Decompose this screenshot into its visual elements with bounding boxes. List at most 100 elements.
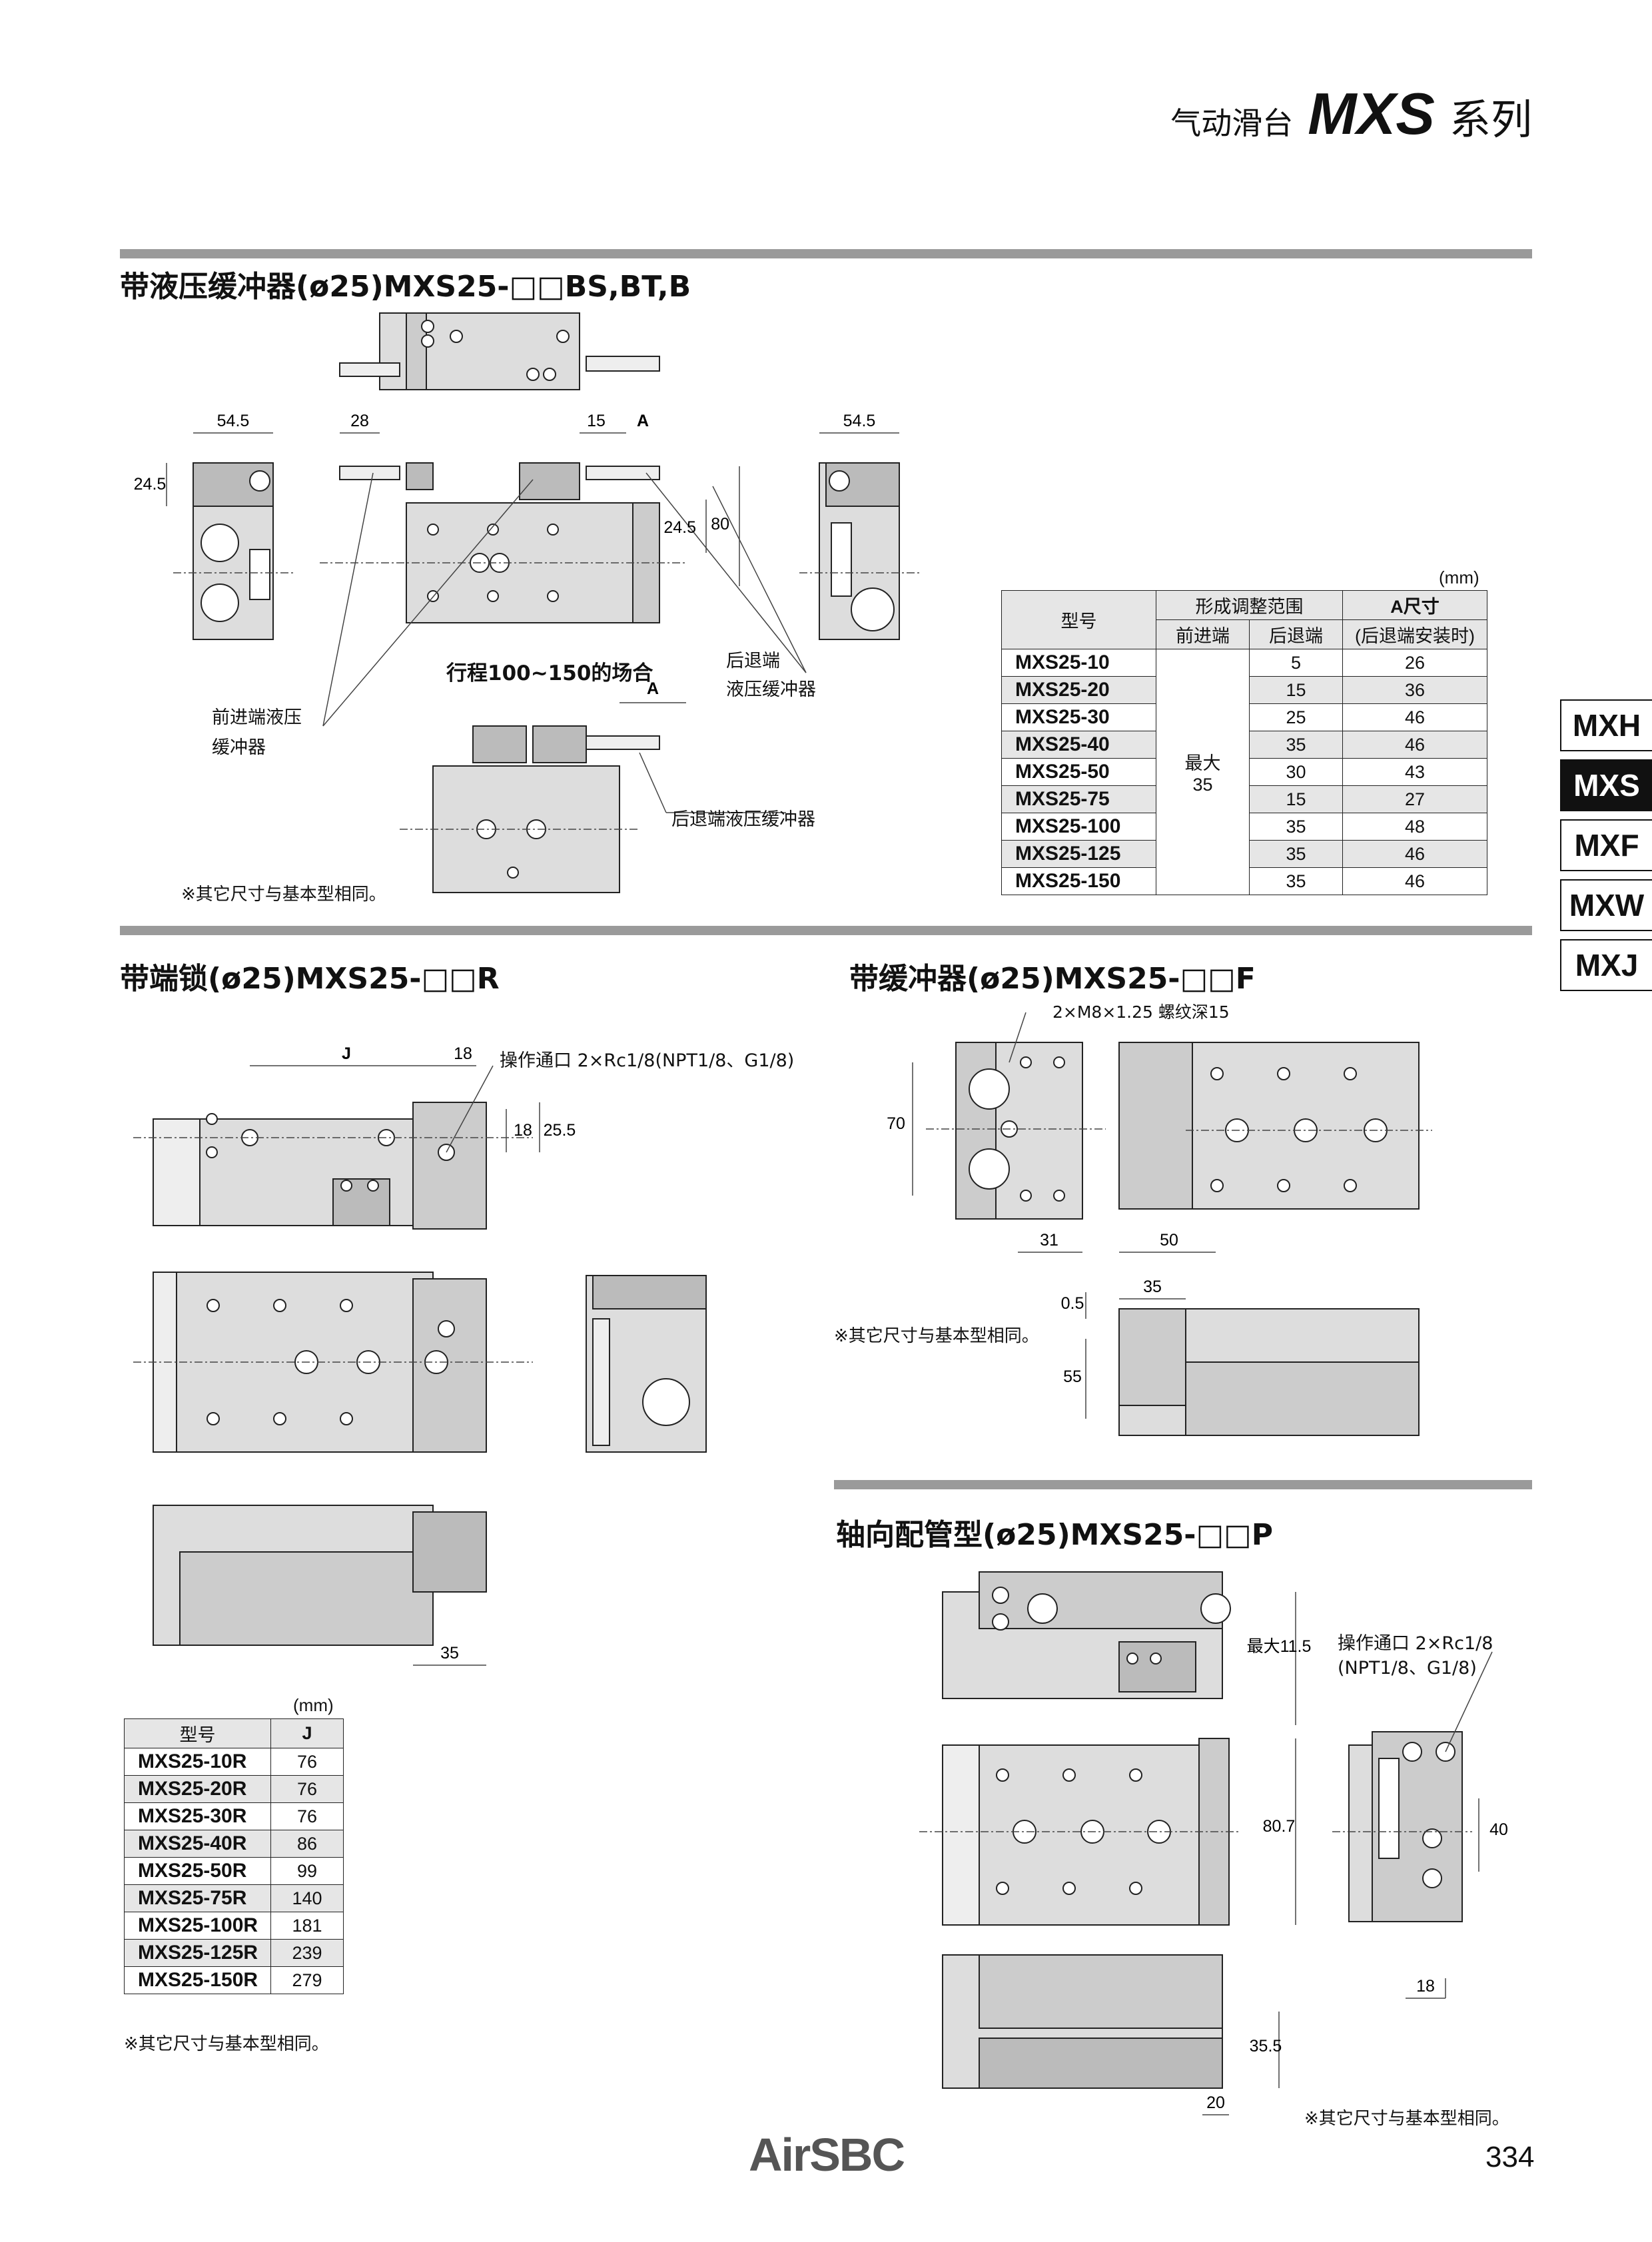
cell-rear: 35 [1249,731,1343,759]
side-tab-mxs[interactable]: MXS [1560,759,1652,811]
section-title-r: 带端锁(ø25)MXS25-□□R [120,962,500,996]
th-r-j-label: J [302,1723,312,1743]
table-bs: 型号 形成调整范围 A尺寸 前进端 后退端 (后退端安装时) MXS25-10 … [1001,590,1487,895]
dim-18-p: 18 [1416,1977,1435,1996]
table-row: MXS25-50 30 43 [1001,758,1487,786]
header-series: 系列 [1449,95,1532,144]
cell-front-merged-1: 最大 [1184,753,1221,773]
cell-model: MXS25-150 [1001,867,1156,895]
drawing-r: J 18 18 25.5 35 [133,1026,799,1672]
drawing-f: 70 31 50 0.5 35 55 [866,1012,1465,1439]
cell-a: 48 [1342,813,1487,841]
cell-model: MXS25-10 [1001,649,1156,677]
dim-15: 15 [587,412,606,430]
cell-a: 26 [1342,649,1487,677]
th-a-dim-2: (后退端安装时) [1342,619,1487,649]
cell-a: 46 [1342,703,1487,731]
cell-a: 46 [1342,840,1487,868]
label-p-port-2: (NPT1/8、G1/8) [1338,1658,1477,1679]
cell-model: MXS25-50R [124,1857,271,1885]
cell-model: MXS25-75R [124,1884,271,1912]
side-tab-mxw[interactable]: MXW [1560,879,1652,931]
section-title-f: 带缓冲器(ø25)MXS25-□□F [849,962,1256,996]
dim-80: 80 [711,515,729,534]
side-tab-mxj[interactable]: MXJ [1560,939,1652,991]
section-title-bs: 带液压缓冲器(ø25)MXS25-□□BS,BT,B [120,270,691,304]
cell-model: MXS25-40 [1001,731,1156,759]
section-rule-r [120,926,1532,935]
page-header: 气动滑台 MXS 系列 [1170,80,1532,148]
dim-24-5-front: 24.5 [663,518,696,537]
cell-model: MXS25-30 [1001,703,1156,731]
table-row: MXS25-100 35 48 [1001,813,1487,841]
note-p: ※其它尺寸与基本型相同。 [1304,2109,1509,2129]
cell-a: 46 [1342,867,1487,895]
table-row: MXS25-150 35 46 [1001,867,1487,895]
label-rear-absorber: 液压缓冲器 [726,679,816,700]
cell-j: 140 [270,1884,344,1912]
dim-54-5-right: 54.5 [843,412,876,430]
dim-18-top: 18 [454,1044,472,1063]
dim-80-7: 80.7 [1263,1817,1296,1836]
cell-model: MXS25-150R [124,1966,271,1994]
note-bs: ※其它尺寸与基本型相同。 [181,885,386,905]
label-p-port-1: 操作通口 2×Rc1/8 [1338,1633,1493,1654]
cell-model: MXS25-40R [124,1830,271,1858]
cell-j: 239 [270,1939,344,1967]
dim-25-5: 25.5 [544,1121,576,1140]
side-tabs: MXH MXS MXF MXW MXJ [1560,699,1652,999]
note-f: ※其它尺寸与基本型相同。 [834,1326,1039,1346]
cell-model: MXS25-20 [1001,676,1156,704]
th-r-model: 型号 [124,1718,271,1748]
cell-j: 86 [270,1830,344,1858]
th-a-dim: A尺寸 [1342,590,1487,620]
cell-rear: 5 [1249,649,1343,677]
cell-model: MXS25-125 [1001,840,1156,868]
cell-front-merged: 最大 35 [1156,649,1250,895]
cell-rear: 35 [1249,813,1343,841]
dim-55: 55 [1063,1367,1082,1386]
table-row: MXS25-30 25 46 [1001,703,1487,731]
cell-model: MXS25-10R [124,1748,271,1776]
side-tab-mxf[interactable]: MXF [1560,819,1652,871]
th-r-j: J [270,1718,344,1748]
label-stroke-case: 行程100~150的场合 [446,661,653,685]
dim-a-lower: A [647,679,659,698]
cell-a: 27 [1342,785,1487,813]
label-f-thread: 2×M8×1.25 螺纹深15 [1052,1002,1230,1022]
cell-rear: 15 [1249,785,1343,813]
th-rear: 后退端 [1249,619,1343,649]
header-model: MXS [1308,81,1435,147]
dim-max-11-5: 最大11.5 [1247,1637,1312,1656]
th-front: 前进端 [1156,619,1250,649]
cell-a: 36 [1342,676,1487,704]
cell-a: 43 [1342,758,1487,786]
dim-35-f: 35 [1143,1278,1162,1296]
th-range: 形成调整范围 [1156,590,1343,620]
dim-54-5-left: 54.5 [217,412,250,430]
cell-j: 279 [270,1966,344,1994]
cell-rear: 30 [1249,758,1343,786]
brand-logo: AirSBC [749,2129,905,2181]
cell-j: 76 [270,1775,344,1803]
table-bs-unit: (mm) [1439,567,1479,587]
cell-j: 181 [270,1912,344,1940]
cell-rear: 25 [1249,703,1343,731]
dim-18-side: 18 [514,1121,532,1140]
side-tab-mxh[interactable]: MXH [1560,699,1652,751]
section-rule-p [834,1480,1532,1489]
cell-rear: 35 [1249,867,1343,895]
dim-j: J [342,1044,351,1063]
dim-28: 28 [350,412,369,430]
cell-model: MXS25-100 [1001,813,1156,841]
drawing-p: 最大11.5 80.7 40 18 35.5 20 [919,1559,1532,2125]
